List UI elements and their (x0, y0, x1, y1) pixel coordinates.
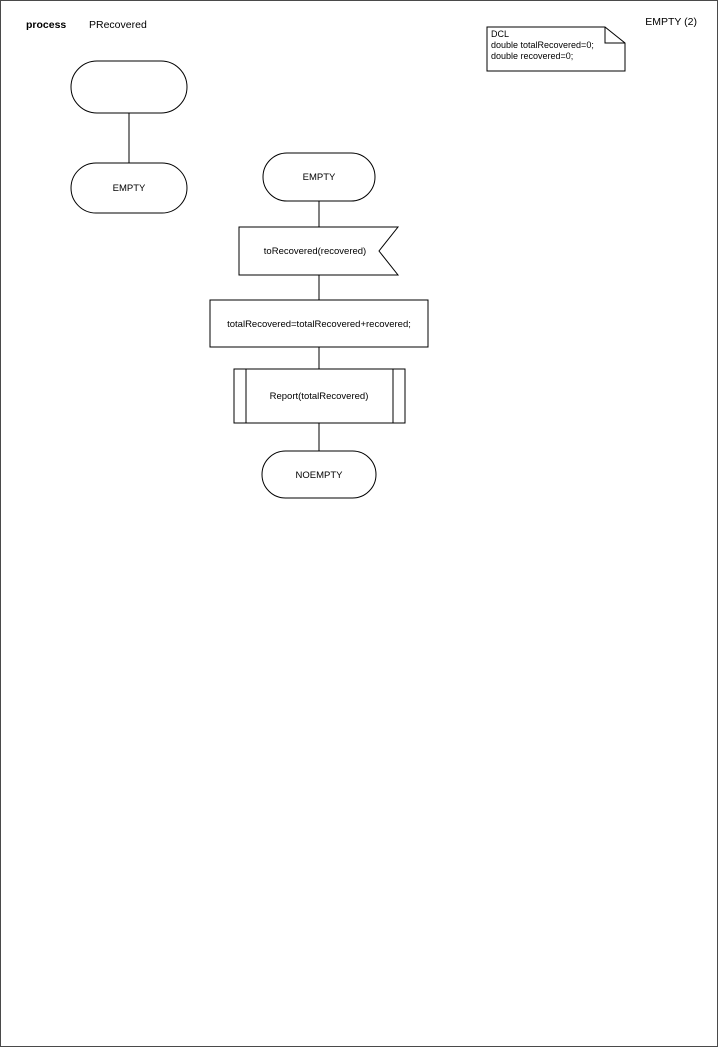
declaration-symbol[interactable]: DCL double totalRecovered=0; double reco… (486, 26, 626, 72)
declaration-shape[interactable] (486, 26, 626, 72)
declaration-line: double recovered=0; (491, 51, 573, 61)
declaration-line: DCL (491, 29, 509, 39)
task-symbol[interactable]: totalRecovered=totalRecovered+recovered; (209, 299, 429, 348)
state-shape[interactable] (262, 152, 376, 202)
task-label: totalRecovered=totalRecovered+recovered; (227, 319, 411, 330)
state-symbol-noempty[interactable]: NOEMPTY (261, 450, 377, 499)
input-signal-shape[interactable] (238, 226, 400, 276)
input-signal-label: toRecovered(recovered) (264, 246, 366, 257)
procedure-call-label: Report(totalRecovered) (270, 391, 369, 402)
state-label: EMPTY (113, 183, 146, 194)
state-shape[interactable] (70, 162, 188, 214)
page-number-label: EMPTY (2) (645, 16, 697, 28)
task-shape[interactable] (209, 299, 429, 348)
state-symbol-empty[interactable]: EMPTY (262, 152, 376, 202)
process-name-label: PRecovered (89, 19, 147, 31)
start-state-symbol[interactable] (70, 60, 188, 114)
state-shape[interactable] (261, 450, 377, 499)
state-label: EMPTY (303, 172, 336, 183)
input-signal-symbol[interactable]: toRecovered(recovered) (238, 226, 400, 276)
declaration-line: double totalRecovered=0; (491, 40, 594, 50)
start-state-shape[interactable] (70, 60, 188, 114)
procedure-call-shape[interactable] (233, 368, 406, 424)
state-symbol-empty-left[interactable]: EMPTY (70, 162, 188, 214)
folded-corner-icon (604, 27, 625, 44)
process-kind-label: process (26, 19, 66, 31)
state-label: NOEMPTY (296, 470, 344, 481)
procedure-call-symbol[interactable]: Report(totalRecovered) (233, 368, 406, 424)
